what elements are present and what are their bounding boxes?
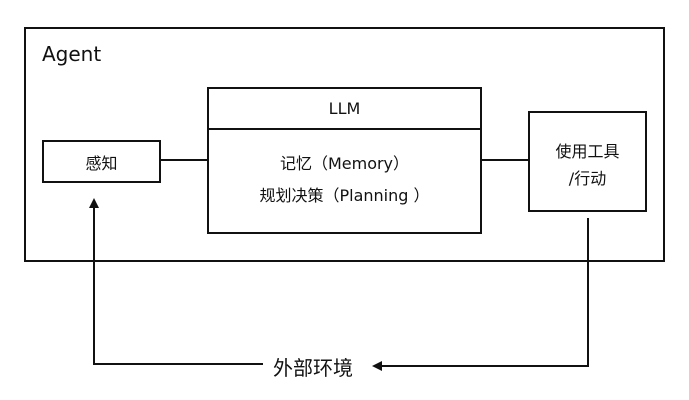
tools-label-line2: /行动 <box>568 169 607 188</box>
tools-to-environment-arrow <box>372 218 589 371</box>
llm-title: LLM <box>328 99 361 118</box>
tools-label-line1: 使用工具 <box>555 142 620 161</box>
perception-label: 感知 <box>85 154 118 173</box>
perception-box <box>42 140 161 183</box>
tools-box <box>528 111 647 212</box>
llm-planning-label: 规划决策（Planning ） <box>259 186 430 205</box>
environment-to-perception-arrow <box>89 198 263 365</box>
llm-memory-label: 记忆（Memory） <box>279 154 410 173</box>
environment-label: 外部环境 <box>273 356 353 380</box>
agent-label: Agent <box>42 42 102 66</box>
agent-box <box>24 27 665 262</box>
